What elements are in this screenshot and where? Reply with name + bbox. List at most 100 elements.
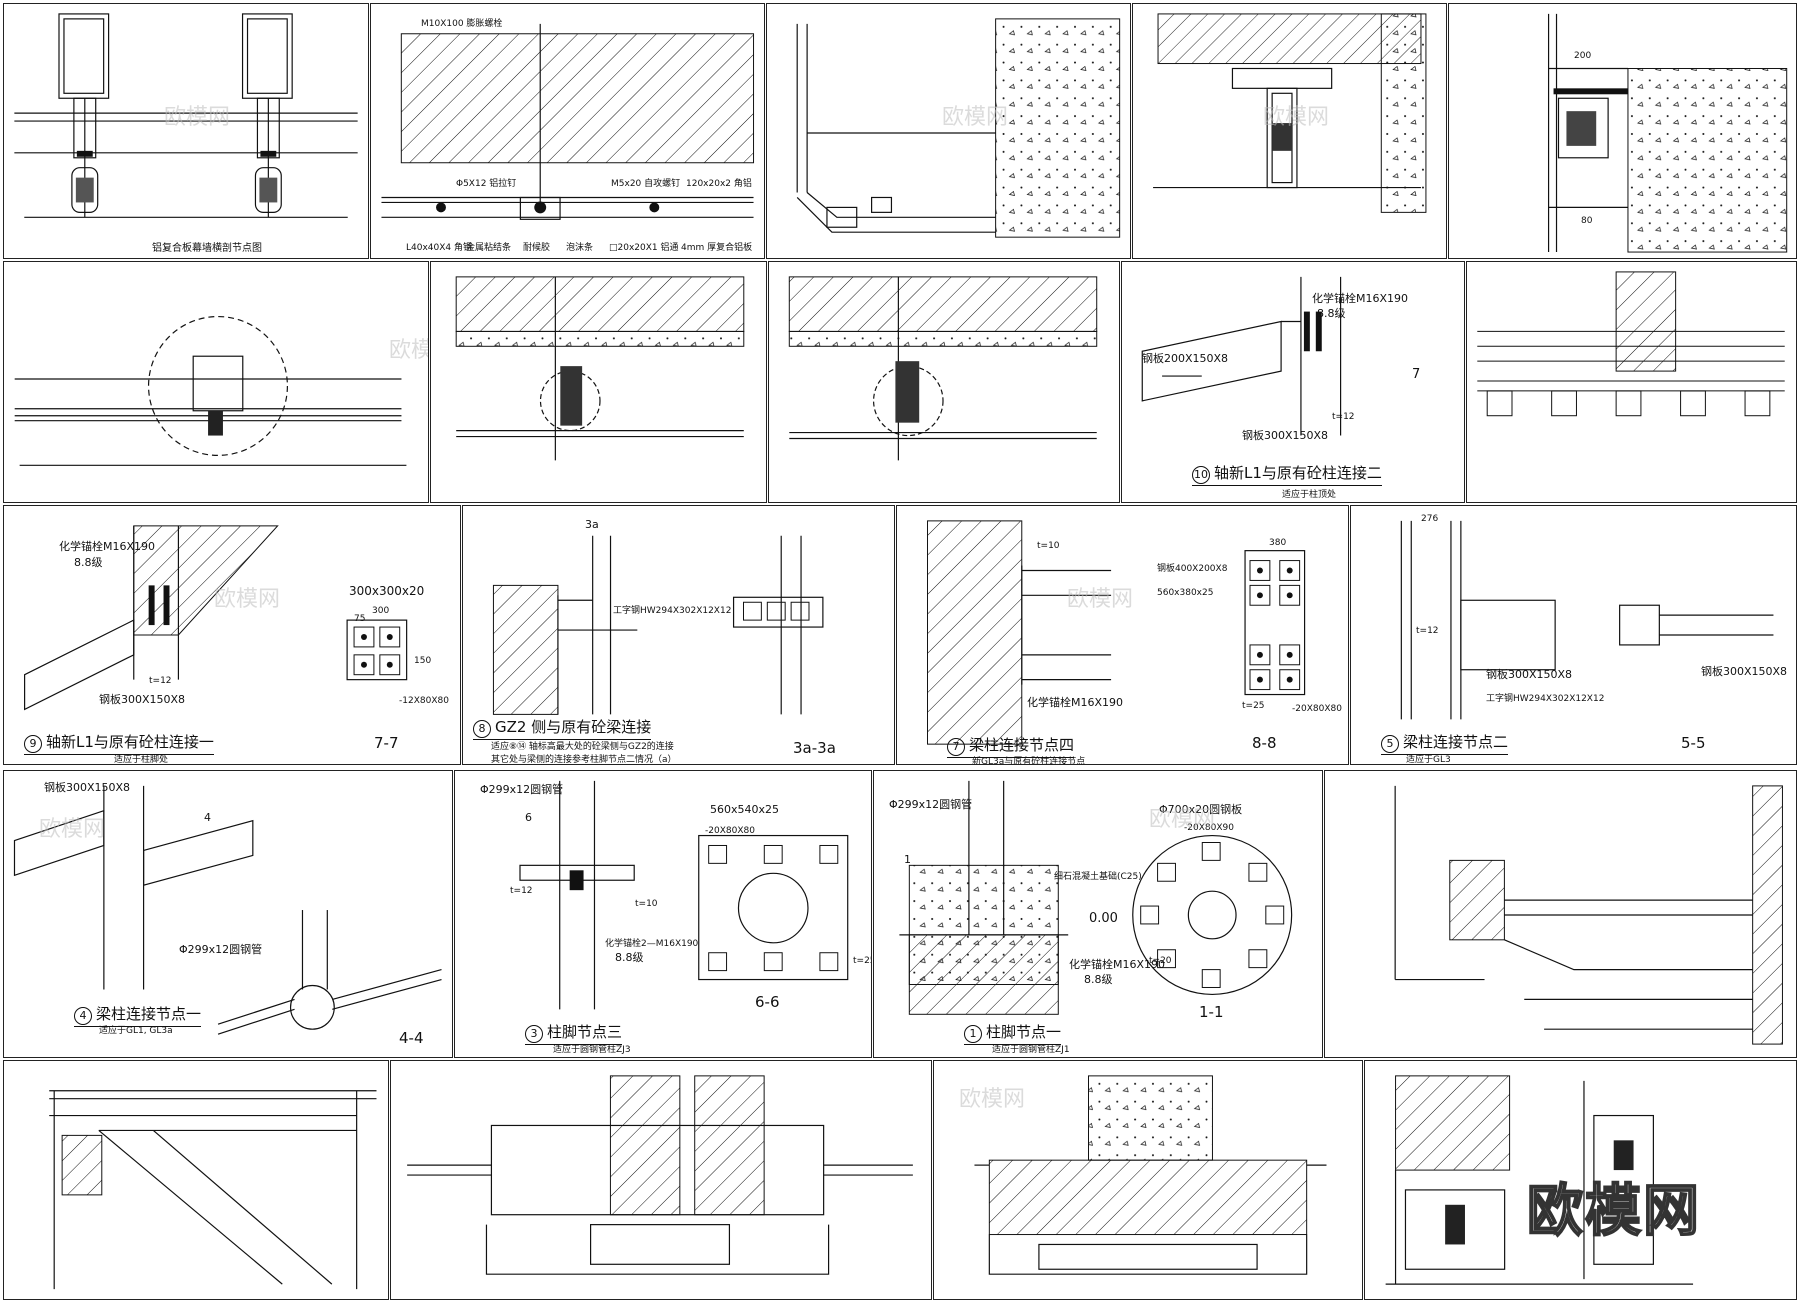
label-anchor-bolt: M10X100 膨胀螺栓 [421,19,503,29]
beam-column-conn-1-drawing [24,525,408,711]
label-anchor-bolt: 化学锚栓M16X190 [1069,958,1166,971]
subcaption: 适应⑧⑭ 轴标高最大处的砼梁侧与GZ2的连接 [491,742,674,752]
beam-node-detail-drawing [1153,13,1427,213]
label-anchor-bolt: 化学锚栓M16X190 [1312,292,1409,305]
bracket-node-detail-drawing [1385,1075,1694,1285]
label-rivet: Φ5X12 铝拉钉 [456,179,517,189]
panel-roof-edge-detail: 欧模网 [3,261,429,503]
dim-plate-small: -12X80X80 [399,696,449,706]
section-label-7-7: 7-7 [374,734,399,752]
label-anchor-bolt: 化学锚栓2—M16X190 [605,939,699,949]
panel-ceiling-hanger-b [768,261,1120,503]
label-plate-2: 560x380x25 [1157,588,1214,598]
panel-column-cladding-a [390,1060,932,1300]
label-plate: 钢板300X150X8 [1486,668,1573,681]
label-note: 细石混凝土基础(C25) [1054,872,1142,882]
panel-beam-column-conn-1: 化学锚栓M16X190 8.8级 300x300x20 钢板300X150X8 … [3,505,461,765]
dim-200: 200 [1574,51,1592,61]
dim-150: 150 [414,656,432,666]
subcaption: 适应于柱脚处 [114,755,169,765]
panel-ceiling-hanger-a [430,261,767,503]
label-thickness-2: t=10 [635,899,658,909]
subcaption: 适应于圆钢管柱ZJ3 [553,1045,631,1055]
label-thickness: t=12 [510,886,533,896]
label-bolt-grade: 8.8级 [615,951,644,964]
label-bolt-grade: 8.8级 [74,556,103,569]
label-bolt-grade: 8.8级 [1317,307,1346,320]
ceiling-hanger-b-drawing [788,276,1098,461]
section-mark-7: 7 [1412,367,1421,382]
column-cladding-b-drawing [974,1075,1327,1275]
dim-75: 75 [354,614,366,624]
detail-number: 9 [24,735,42,753]
section-label-1-1: 1-1 [1199,1003,1224,1021]
label-strip: 金属粘结条 [466,243,512,253]
label-angle-left: L40x40X4 角钢 [406,243,472,253]
label-plate: 4mm 厚复合铝板 [681,243,753,253]
dim-276: 276 [1421,514,1439,524]
panel-masonry-wall-detail [1466,261,1797,503]
label-thickness: t=25 [1242,701,1265,711]
label-plate: 钢板400X200X8 [1157,564,1228,574]
panel-column-base-3: Φ299x12圆钢管 560x540x25 化学锚栓2—M16X190 8.8级… [454,770,872,1058]
label-beam: 工字钢HW294X302X12X12 [613,606,732,616]
section-mark-1: 1 [904,853,911,866]
label-plate: 300x300x20 [349,584,425,598]
brand-logo: 欧模网 [1526,1178,1701,1245]
label-screw: M5x20 自攻螺钉 [611,179,681,189]
beam-column-conn-2-drawing [1141,276,1342,436]
subcaption: 适应于GL1, GL3a [99,1026,173,1036]
section-mark-3a: 3a [585,518,599,531]
label-anchor-bolt: 化学锚栓M16X190 [59,540,156,553]
label-pipe: Φ299x12圆钢管 [480,783,564,796]
panel-steel-corner-detail: 欧模网 [766,3,1131,259]
subcaption-2: 其它处与梁侧的连接参考柱脚节点二情况（a） [491,755,677,765]
roof-frame-section-drawing [49,1090,377,1290]
subcaption: 新GL3a与原有砼柱连接节点 [972,757,1086,765]
label-angle-right: 120x20x2 角铝 [686,179,752,189]
dim-plate-small: -20X80X80 [1292,704,1342,714]
bracket-detail-drawing [1547,13,1788,253]
watermark: 欧模网 [1067,587,1134,612]
gz2-beam-conn-drawing [492,535,824,715]
detail-number: 8 [473,720,491,738]
panel-bracket-node-detail: 欧模网 [1364,1060,1797,1300]
label-tube: □20x20X1 铝通 [609,243,679,253]
column-base-3-drawing [519,780,849,1010]
section-label-4-4: 4-4 [399,1029,424,1047]
label-thickness-3: t=25 [853,956,871,966]
detail-number: 4 [74,1007,92,1025]
caption-curtain-wall-plan: 铝复合板幕墙横剖节点图 [152,243,262,254]
detail-number: 5 [1381,735,1399,753]
section-label-8-8: 8-8 [1252,734,1277,752]
detail-number: 3 [525,1025,543,1043]
panel-curtain-wall-plan: 铝复合板幕墙横剖节点图 欧模网 [3,3,369,259]
detail-number: 7 [947,738,965,756]
label-foam: 泡沫条 [566,243,594,253]
section-label-5-5: 5-5 [1681,734,1706,752]
label-plate: 560x540x25 [710,803,780,816]
column-base-1-drawing [899,780,1293,1015]
beam-column-node-4-drawing [927,520,1306,745]
section-label-6-6: 6-6 [755,993,780,1011]
section-mark-6: 6 [525,811,532,824]
panel-beam-column-node-4: 钢板400X200X8 560x380x25 化学锚栓M16X190 t=25 … [896,505,1349,765]
section-mark-4: 4 [204,811,211,824]
watermark: 欧模网 [214,587,281,612]
label-plate: 钢板300X150X8 [44,781,131,794]
dim-80: 80 [1581,216,1593,226]
label-beam: 工字钢HW294X302X12X12 [1486,694,1605,704]
section-label-3a-3a: 3a-3a [793,739,836,757]
label-plate-2: 钢板300X150X8 [1242,429,1329,442]
dim-380: 380 [1269,538,1287,548]
panel-beam-column-conn-2: 化学锚栓M16X190 8.8级 钢板200X150X8 钢板300X150X8… [1121,261,1465,503]
column-cladding-a-drawing [407,1075,913,1275]
